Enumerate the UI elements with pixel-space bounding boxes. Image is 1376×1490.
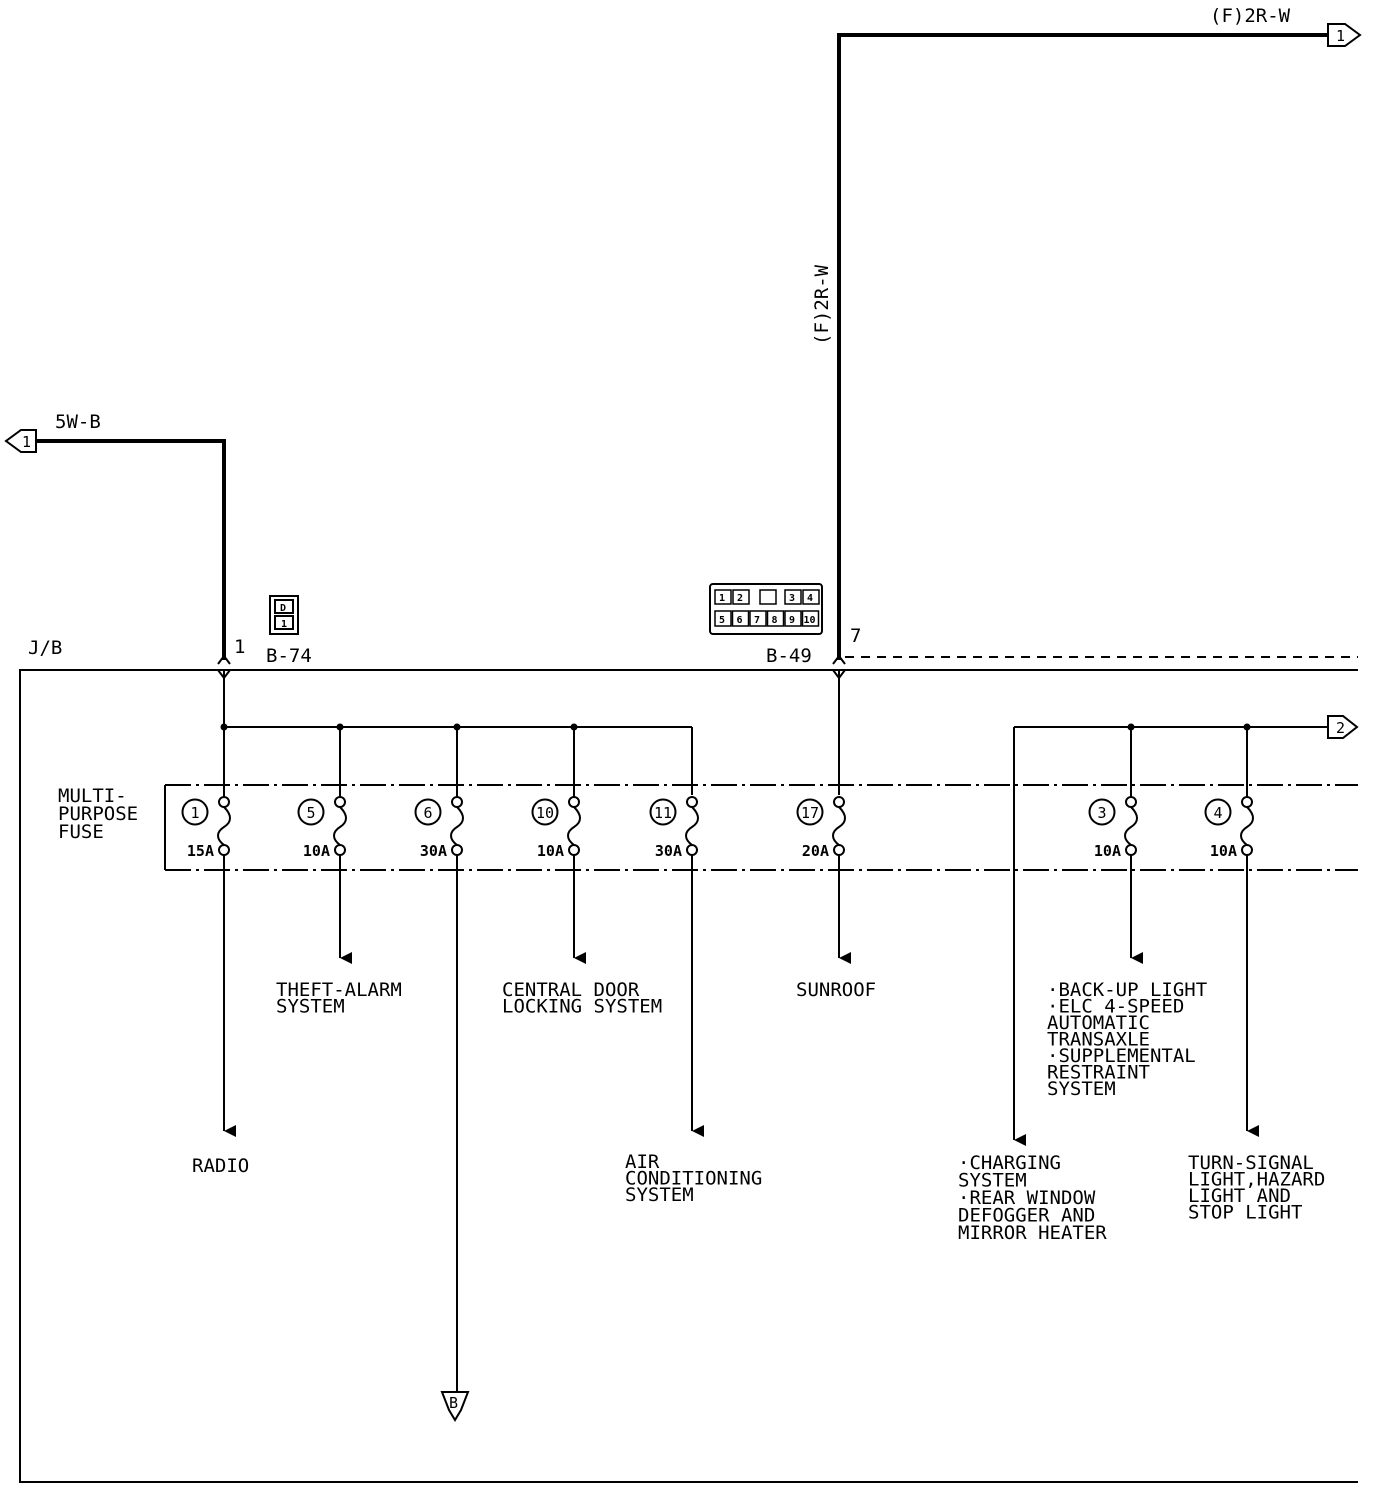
fuse-3: 3 10A [1088,727,1138,860]
b49-cell-label: 6 [737,615,743,626]
b49-cell-label: 2 [737,593,743,604]
junction-block-outline [19,669,1358,1483]
svg-text:1: 1 [1336,27,1345,45]
wire-label-vertical: (F)2R-W [811,264,833,345]
destination-line: THEFT-ALARM [276,979,402,1001]
label-sunroof: SUNROOF [796,979,876,1001]
connector-b74: D 1 [269,595,299,635]
b49-cell-label: 4 [807,593,813,604]
destination-line: TRANSAXLE [1047,1029,1150,1051]
destination-line: SYSTEM [276,996,345,1018]
destination-line: ·CHARGING [958,1152,1061,1174]
fuse-amp: 10A [1094,842,1121,860]
svg-text:2: 2 [1336,719,1345,737]
destination-line: LIGHT,HAZARD [1188,1169,1325,1191]
destination-line: DEFOGGER AND [958,1205,1095,1227]
fuse-5: 5 10A [297,727,347,860]
b49-cell-label: 5 [719,615,725,626]
label-radio: RADIO [192,1155,249,1177]
b49-cell-label: 10 [804,615,816,626]
destination-line: SYSTEM [1047,1078,1116,1100]
destination-line: RADIO [192,1155,249,1177]
fuse-amp: 10A [303,842,330,860]
fuse-block-label-line3: FUSE [58,821,104,843]
svg-text:D: D [280,603,286,614]
connector-b74-name: B-74 [266,645,312,667]
flag-out-1-left: 1 [4,429,37,453]
fuse-number: 17 [801,804,819,822]
wire-label-left: 5W-B [55,411,101,433]
destination-line: ·SUPPLEMENTAL [1047,1045,1196,1067]
fuse-group: 1 15A 5 10A 6 30A 10 10A 11 30A 17 20A 3 10A 4 10A [181,727,1254,860]
fuse-block-label-line2: PURPOSE [58,803,138,825]
wire-2r-w [837,33,1328,660]
label-charging-defogger: ·CHARGING SYSTEM·REAR WINDOW DEFOGGER AN… [958,1152,1107,1244]
fuse-1: 1 15A [181,727,231,860]
fuse-11: 11 30A [649,796,699,860]
destination-line: AIR [625,1151,660,1173]
fuse-number: 1 [190,804,199,822]
b49-cell-label: 8 [772,615,778,626]
svg-text:1: 1 [22,433,31,451]
destination-line: MIRROR HEATER [958,1222,1107,1244]
fuse-amp: 30A [420,842,447,860]
destination-line: ·BACK-UP LIGHT [1047,979,1207,1001]
b49-cell-label: 9 [789,615,795,626]
fuse-4: 4 10A [1204,727,1254,860]
fuse-amp: 15A [187,842,214,860]
fuse-number: 5 [306,804,315,822]
destination-line: SYSTEM [958,1170,1027,1192]
b49-cell-label: 7 [754,615,760,626]
destination-line: LOCKING SYSTEM [502,996,662,1018]
fuse-number: 11 [654,804,672,822]
output-wires [223,855,1259,1395]
destination-line: TURN-SIGNAL [1188,1152,1314,1174]
fuse-amp: 10A [1210,842,1237,860]
destination-line: STOP LIGHT [1188,1202,1302,1224]
connector-b49-pin: 7 [850,625,861,647]
destination-line: LIGHT AND [1188,1185,1291,1207]
destination-line: CENTRAL DOOR [502,979,640,1001]
connector-b49-name: B-49 [766,645,812,667]
fuse-17: 17 20A [796,796,846,860]
fuse-number: 6 [423,804,432,822]
fuse-amp: 30A [655,842,682,860]
fuse-amp: 10A [537,842,564,860]
destination-line: SYSTEM [625,1184,694,1206]
wire-label-top-right: (F)2R-W [1210,5,1291,27]
b49-cell-label: 3 [789,593,795,604]
flag-b-bottom: B [440,1391,470,1422]
destination-line: AUTOMATIC [1047,1012,1150,1034]
destination-line: CONDITIONING [625,1168,762,1190]
fuse-number: 4 [1213,804,1222,822]
flag-out-1-right: 1 [1327,23,1362,47]
fuse-block-label-line1: MULTI- [58,785,127,807]
fuse-10: 10 10A [531,727,581,860]
svg-text:B: B [449,1394,458,1412]
fuse-amp: 20A [802,842,829,860]
b49-cell-label: 1 [719,593,725,604]
fuse-6: 6 30A [414,727,464,860]
destination-line: ·ELC 4-SPEED [1047,996,1184,1018]
fuse-number: 10 [536,804,554,822]
connector-b74-pin: 1 [234,636,245,658]
jb-label: J/B [28,637,62,659]
flag-out-2-right: 2 [1327,715,1359,739]
fuse-number: 3 [1097,804,1106,822]
destination-line: SUNROOF [796,979,876,1001]
label-backup-elc-srs: ·BACK-UP LIGHT·ELC 4-SPEED AUTOMATIC TRA… [1047,979,1207,1100]
destination-line: RESTRAINT [1047,1062,1150,1084]
wire-5w-b [36,439,226,660]
destination-line: ·REAR WINDOW [958,1187,1096,1209]
fuse-block-frame [164,784,1358,871]
svg-text:1: 1 [281,619,287,630]
